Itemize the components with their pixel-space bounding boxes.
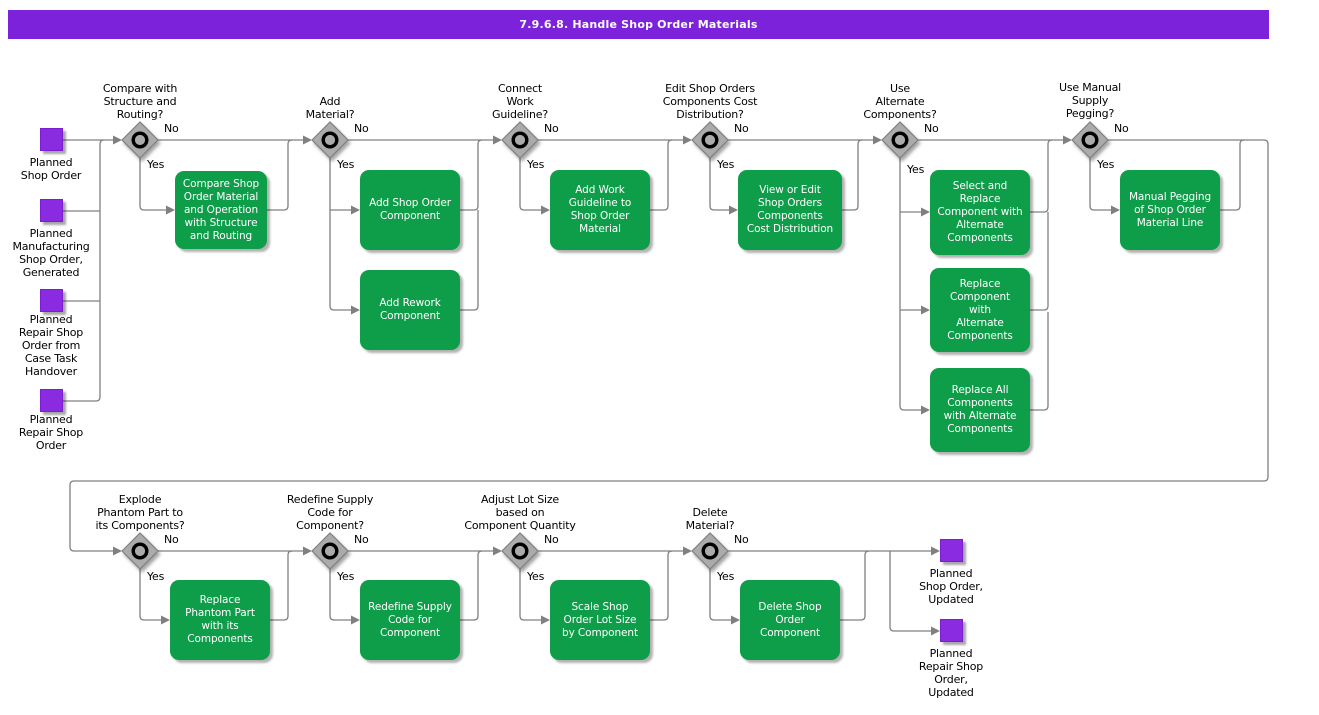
yes-label: Yes (337, 570, 355, 583)
decision-question: Use Manual Supply Pegging? (1058, 81, 1122, 120)
decision-question: Connect Work Guideline? (492, 82, 548, 121)
no-label: No (354, 122, 369, 135)
activity-manual-pegging[interactable]: Manual Pegging of Shop Order Material Li… (1120, 170, 1220, 250)
decision-diamond-connect-work-guideline (501, 121, 539, 159)
decision-question: Redefine Supply Code for Component? (286, 493, 374, 532)
decision-question: Edit Shop Orders Components Cost Distrib… (662, 82, 758, 121)
yes-label: Yes (147, 158, 165, 171)
no-label: No (734, 533, 749, 546)
decision-question: Add Material? (305, 95, 355, 121)
start-merge-lines (63, 139, 113, 402)
activity-compare-shop-order-material[interactable]: Compare Shop Order Material and Operatio… (175, 171, 267, 249)
no-label: No (544, 533, 559, 546)
decision-diamond-redefine-supply-code (311, 532, 349, 570)
decision-question: Explode Phantom Part to its Components? (95, 493, 185, 532)
no-branch-lines (69, 139, 1269, 632)
yes-label: Yes (907, 163, 925, 176)
activity-redefine-supply-code[interactable]: Redefine Supply Code for Component (360, 580, 460, 660)
decision-question: Compare with Structure and Routing? (102, 82, 178, 121)
activity-replace-all-components[interactable]: Replace All Components with Alternate Co… (930, 368, 1030, 452)
activity-add-work-guideline[interactable]: Add Work Guideline to Shop Order Materia… (550, 170, 650, 250)
no-label: No (544, 122, 559, 135)
decision-diamond-delete-material (691, 532, 729, 570)
no-label: No (924, 122, 939, 135)
end-event-planned-repair-shop-order-updated (940, 619, 963, 642)
yes-label: Yes (717, 570, 735, 583)
end-event-label: Planned Shop Order, Updated (919, 567, 983, 606)
decision-question: Adjust Lot Size based on Component Quant… (464, 493, 576, 532)
yes-label: Yes (1097, 158, 1115, 171)
no-label: No (164, 122, 179, 135)
no-label: No (164, 533, 179, 546)
activity-view-edit-cost-distribution[interactable]: View or Edit Shop Orders Components Cost… (738, 170, 842, 250)
decision-question: Use Alternate Components? (863, 82, 937, 121)
decision-diamond-add-material (311, 121, 349, 159)
activity-delete-shop-order-component[interactable]: Delete Shop Order Component (740, 580, 840, 660)
start-event-planned-shop-order (40, 128, 63, 151)
no-label: No (734, 122, 749, 135)
activity-replace-phantom-part[interactable]: Replace Phantom Part with its Components (170, 580, 270, 660)
activity-replace-component[interactable]: Replace Component with Alternate Compone… (930, 268, 1030, 352)
activity-scale-shop-order-lot-size[interactable]: Scale Shop Order Lot Size by Component (550, 580, 650, 660)
yes-branch-lines (139, 139, 1245, 621)
end-event-planned-shop-order-updated (940, 539, 963, 562)
decision-diamond-compare-structure-routing (121, 121, 159, 159)
yes-label: Yes (717, 158, 735, 171)
start-event-label: Planned Repair Shop Order from Case Task… (18, 313, 84, 378)
yes-label: Yes (527, 570, 545, 583)
start-event-label: Planned Repair Shop Order (18, 413, 84, 452)
yes-label: Yes (337, 158, 355, 171)
start-event-planned-repair-shop-order (40, 389, 63, 412)
start-event-label: Planned Manufacturing Shop Order, Genera… (12, 227, 90, 279)
activity-add-rework-component[interactable]: Add Rework Component (360, 270, 460, 350)
activity-add-shop-order-component[interactable]: Add Shop Order Component (360, 170, 460, 250)
start-event-label: Planned Shop Order (20, 156, 82, 182)
no-label: No (1114, 122, 1129, 135)
decision-diamond-use-manual-supply-pegging (1071, 121, 1109, 159)
yes-label: Yes (527, 158, 545, 171)
decision-diamond-adjust-lot-size (501, 532, 539, 570)
decision-diamond-edit-cost-distribution (691, 121, 729, 159)
decision-diamond-explode-phantom-part (121, 532, 159, 570)
decision-diamond-use-alternate-components (881, 121, 919, 159)
start-event-planned-repair-shop-order-case-task (40, 289, 63, 312)
diagram-title-bar: 7.9.6.8. Handle Shop Order Materials (8, 10, 1269, 39)
end-event-label: Planned Repair Shop Order, Updated (918, 647, 984, 699)
arrowheads (113, 135, 1120, 636)
no-label: No (354, 533, 369, 546)
page-title: 7.9.6.8. Handle Shop Order Materials (519, 18, 758, 31)
activity-select-replace-component[interactable]: Select and Replace Component with Altern… (930, 170, 1030, 255)
decision-question: Delete Material? (685, 506, 735, 532)
yes-label: Yes (147, 570, 165, 583)
start-event-planned-manufacturing-shop-order (40, 199, 63, 222)
